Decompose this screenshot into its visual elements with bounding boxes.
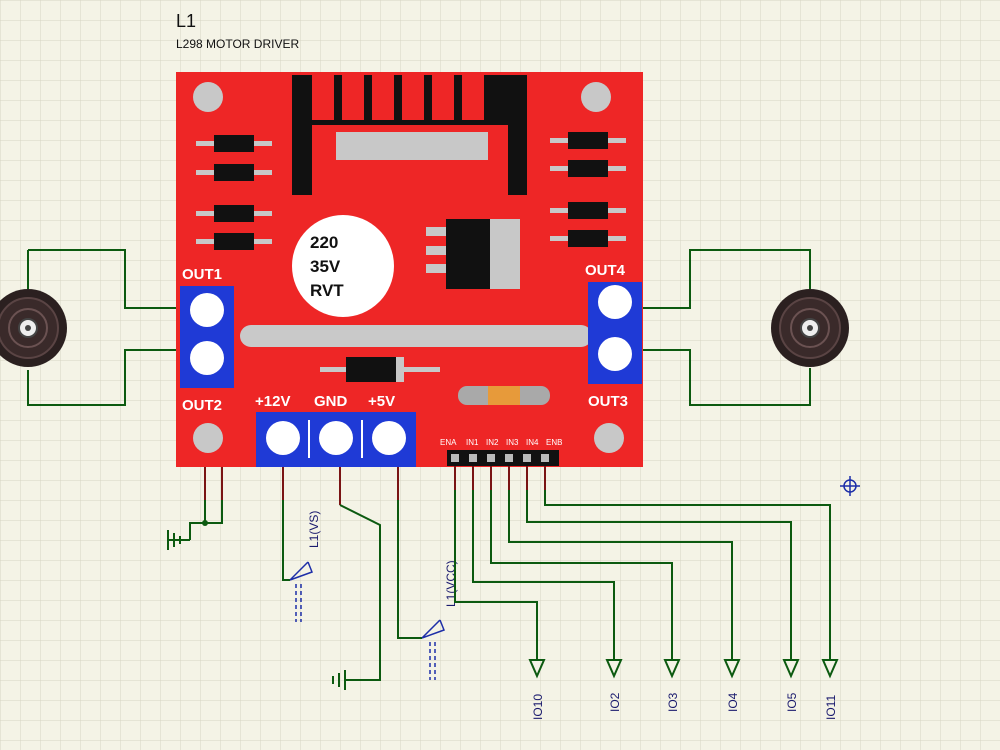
io-label-io4: IO4	[726, 692, 740, 712]
vs-net[interactable]: L1(VS)	[282, 467, 321, 622]
io-terminal-io5[interactable]: IO5	[782, 659, 800, 712]
mounting-hole-icon	[193, 423, 223, 453]
capacitor-label-3: RVT	[310, 281, 344, 300]
pin-label-in4: IN4	[526, 438, 539, 447]
v12-label: +12V	[255, 393, 290, 410]
l298-board[interactable]: 220 35V RVT OUT1 OUT2 OUT4 OUT3	[176, 72, 643, 467]
out1-label: OUT1	[182, 266, 222, 283]
net-label-vs: L1(VS)	[307, 511, 321, 548]
io-label-io2: IO2	[608, 692, 622, 712]
capacitor-label-1: 220	[310, 233, 338, 252]
component-reference: L1	[176, 11, 196, 31]
origin-marker-icon	[840, 476, 860, 496]
pin-label-ena: ENA	[440, 438, 457, 447]
right-terminal-block[interactable]	[588, 282, 642, 384]
io-terminal-io2[interactable]: IO2	[605, 659, 623, 712]
ground-symbol-left	[167, 467, 223, 550]
io-terminal-io10[interactable]: IO10	[528, 659, 546, 720]
out2-label: OUT2	[182, 397, 222, 414]
gnd-label: GND	[314, 393, 348, 410]
io-label-io5: IO5	[785, 692, 799, 712]
io-label-io11: IO11	[824, 695, 838, 720]
capacitor-label-2: 35V	[310, 257, 341, 276]
io-terminal-io4[interactable]: IO4	[723, 659, 741, 712]
pin-label-in2: IN2	[486, 438, 499, 447]
ground-symbol-bottom	[332, 467, 381, 690]
heatsink-icon	[292, 75, 527, 195]
io-label-io3: IO3	[666, 692, 680, 712]
pin-label-in1: IN1	[466, 438, 479, 447]
left-motor[interactable]	[0, 249, 180, 406]
regulator-icon	[426, 219, 520, 289]
left-terminal-block[interactable]	[180, 286, 234, 388]
mounting-hole-icon	[193, 82, 223, 112]
control-header[interactable]	[447, 450, 559, 466]
control-wires	[454, 466, 831, 660]
smd-component-icon	[550, 132, 626, 247]
diode-icon	[320, 357, 440, 382]
io-label-io10: IO10	[531, 694, 545, 720]
capacitor-icon: 220 35V RVT	[292, 215, 394, 317]
component-value: L298 MOTOR DRIVER	[176, 37, 299, 51]
io-terminal-io11[interactable]: IO11	[821, 659, 839, 720]
resistor-icon	[458, 386, 550, 405]
pin-label-enb: ENB	[546, 438, 562, 447]
out4-label: OUT4	[585, 262, 626, 279]
smd-component-icon	[196, 135, 272, 250]
pin-label-in3: IN3	[506, 438, 519, 447]
trace-bar	[240, 325, 592, 347]
out3-label: OUT3	[588, 393, 628, 410]
mounting-hole-icon	[594, 423, 624, 453]
v5-label: +5V	[368, 393, 395, 410]
io-terminal-io3[interactable]: IO3	[663, 659, 681, 712]
power-terminal-block[interactable]	[256, 412, 416, 467]
mounting-hole-icon	[581, 82, 611, 112]
right-motor[interactable]	[640, 249, 849, 406]
